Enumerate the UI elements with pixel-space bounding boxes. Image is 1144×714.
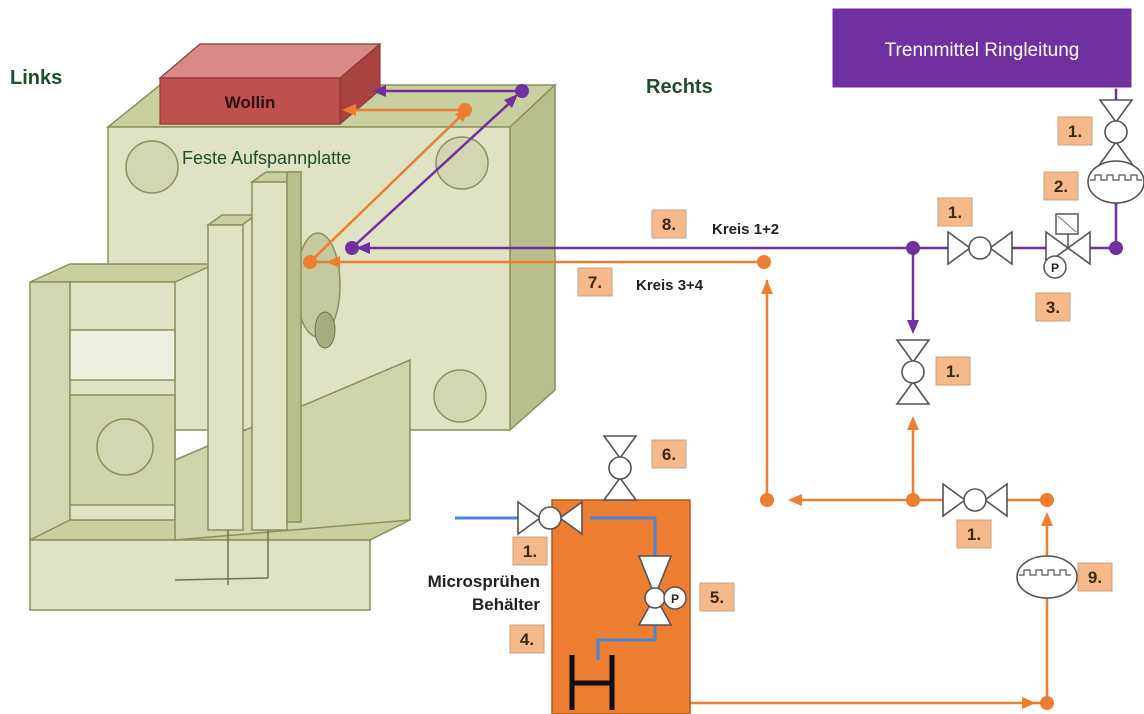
orange-node-bottom-mid <box>906 493 920 507</box>
svg-text:2.: 2. <box>1054 177 1068 196</box>
regulator-gauge-label: P <box>1051 261 1059 275</box>
column-right-side <box>286 171 302 523</box>
branch-shutoff-valve <box>896 339 930 405</box>
orange-node-main <box>757 255 771 269</box>
platen-hole-bottom-right <box>433 369 487 423</box>
orange-arrow-right-riser <box>1041 512 1053 526</box>
orange-node-bottom-right <box>1040 493 1054 507</box>
main-shutoff-valve <box>947 231 1013 265</box>
orange-arrow-mid <box>907 416 919 430</box>
svg-text:8.: 8. <box>662 215 676 234</box>
svg-text:1.: 1. <box>523 542 537 561</box>
platen-hole-top-right <box>435 136 489 190</box>
purple-arrow-top <box>372 85 386 97</box>
svg-text:1.: 1. <box>1068 122 1082 141</box>
svg-text:6.: 6. <box>662 445 676 464</box>
platen-label: Feste Aufspannplatte <box>182 148 351 168</box>
tank-h-symbol <box>569 655 615 710</box>
trennmittel-label: Trennmittel Ringleitung <box>885 40 1080 61</box>
badge-4-tank: 4. <box>509 624 545 654</box>
orange-arrow-bottom <box>788 494 802 506</box>
purple-arrow-down <box>907 320 919 334</box>
orange-node-top <box>458 103 472 117</box>
orange-arrow-left <box>326 256 340 268</box>
svg-text:7.: 7. <box>588 273 602 292</box>
badge-1-return: 1. <box>956 519 992 549</box>
orange-arrows <box>303 103 1054 710</box>
svg-text:1.: 1. <box>948 203 962 222</box>
purple-arrow-diag <box>504 94 518 108</box>
wollin-label: Wollin <box>225 93 276 112</box>
orange-arrow-outlet <box>1022 697 1036 709</box>
svg-text:5.: 5. <box>710 588 724 607</box>
label-kreis-34: Kreis 3+4 <box>636 277 704 294</box>
orange-diagonal <box>309 111 466 263</box>
orange-node-platen <box>303 255 317 269</box>
tank-inner-blue-1 <box>590 516 657 556</box>
svg-text:1.: 1. <box>946 362 960 381</box>
purple-node-junction <box>906 241 920 255</box>
badge-1-main: 1. <box>937 197 973 227</box>
svg-text:1.: 1. <box>967 525 981 544</box>
badge-6-vent: 6. <box>651 439 687 469</box>
label-behaelter: Behälter <box>472 595 540 614</box>
orange-arrow-top <box>342 104 356 116</box>
moving-platen-hole <box>96 418 154 476</box>
label-kreis-12: Kreis 1+2 <box>712 221 779 238</box>
tank-body <box>551 499 691 714</box>
svg-text:3.: 3. <box>1046 298 1060 317</box>
tank-pump: P <box>637 555 687 626</box>
moving-platen-window <box>69 329 176 381</box>
moving-platen-left-post <box>29 281 71 541</box>
badge-1-ring: 1. <box>1057 116 1093 146</box>
stand-foot <box>174 577 269 581</box>
tank-pump-gauge-label: P <box>671 592 679 606</box>
ring-filter <box>1087 160 1144 204</box>
purple-node-ring <box>1109 241 1123 255</box>
pressure-regulator: P <box>1043 213 1091 279</box>
badge-5-pump: 5. <box>699 582 735 612</box>
wollin-box-front <box>159 77 341 125</box>
purple-arrows <box>345 84 1123 334</box>
return-filter <box>1016 555 1078 599</box>
svg-text:9.: 9. <box>1088 568 1102 587</box>
badge-8-kreis12: 8. <box>651 209 687 239</box>
nozzle-core <box>314 311 336 349</box>
purple-node-top <box>515 84 529 98</box>
badge-3-regulator: 3. <box>1035 292 1071 322</box>
label-links: Links <box>10 67 62 89</box>
orange-arrow-riser <box>761 280 773 294</box>
tank-vent-valve <box>603 435 637 501</box>
badge-7-kreis34: 7. <box>577 267 613 297</box>
label-rechts: Rechts <box>646 76 713 98</box>
orange-node-bottom-left <box>760 493 774 507</box>
trennmittel-box <box>831 7 1133 89</box>
badge-1-branch: 1. <box>935 356 971 386</box>
purple-arrow-left <box>356 242 370 254</box>
badge-2-filter: 2. <box>1043 171 1079 201</box>
machine-base-front <box>29 539 371 611</box>
ring-shutoff-valve <box>1099 99 1133 165</box>
purple-diagonal <box>351 97 516 249</box>
platen-hole-top-left <box>125 140 179 194</box>
tank-pump-gauge <box>663 586 687 610</box>
tank-inner-blue-2 <box>596 625 657 660</box>
machine-sketch <box>29 42 557 611</box>
return-shutoff-valve <box>942 483 1008 517</box>
label-microspruehen: Microsprühen <box>428 572 540 591</box>
orange-node-outlet <box>1040 696 1054 710</box>
regulator-gauge <box>1043 255 1067 279</box>
purple-node-platen <box>345 241 359 255</box>
spray-tank <box>455 499 691 714</box>
badge-9-filter: 9. <box>1077 562 1113 592</box>
column-left <box>207 224 244 531</box>
badge-1-tank-inlet: 1. <box>512 536 548 566</box>
svg-text:4.: 4. <box>520 630 534 649</box>
fixed-platen-side <box>509 83 556 432</box>
column-right <box>251 181 288 531</box>
